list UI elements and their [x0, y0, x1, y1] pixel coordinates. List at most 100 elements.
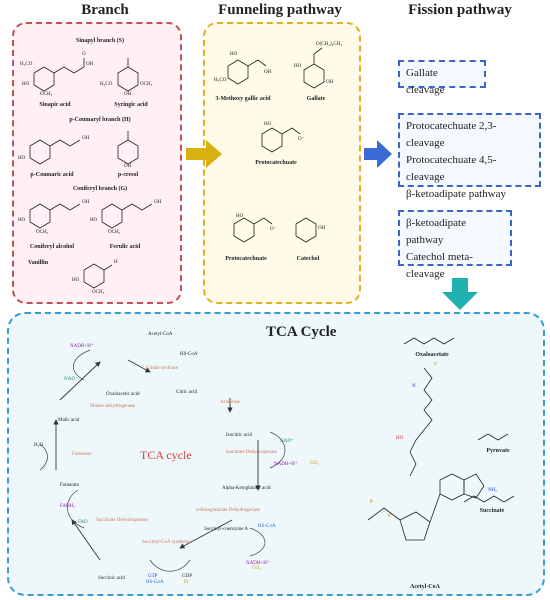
oxaloacetate-skeleton [403, 337, 455, 345]
enzyme-fumarase: Fumarase [72, 452, 92, 457]
group-ho: HO [22, 82, 30, 87]
ring-syringic [117, 66, 139, 92]
atom-n: N [412, 384, 416, 389]
group-ho: HO [90, 218, 98, 223]
funneling-panel [203, 22, 361, 304]
species-succinyl-coa: Succinyl-coenzyme A [204, 527, 249, 532]
fission-box-gallate: Gallate cleavage [398, 60, 486, 96]
fission-item: β-ketoadipate pathway [406, 188, 506, 200]
label-ferulic-acid: Ferulic acid [109, 244, 141, 250]
tca-curve-gtp [149, 559, 191, 572]
tca-curve-nad [73, 349, 91, 381]
label-catechol: Catechol [296, 256, 320, 262]
arrow-blue [364, 140, 392, 168]
group-oh: OH [264, 70, 272, 75]
species-co2: CO₂ [252, 566, 261, 571]
tca-curve-hscoa [249, 527, 266, 557]
pyruvate-skeleton [477, 433, 509, 441]
atom-nh2: NH₂ [488, 488, 497, 493]
group-oh: OH [124, 164, 132, 169]
tca-arrow-1 [127, 359, 151, 373]
group-ho: HO [72, 278, 80, 283]
subhead-sinapyl: Sinapyl branch (S) [75, 38, 124, 44]
label-protocatechuate: Protocatechuate [225, 256, 267, 262]
fission-item: Protocatechuate 4,5-cleavage [406, 154, 497, 183]
species-hs-coa: HS-CoA [258, 524, 276, 529]
species-isocitric-acid: Isocitric acid [226, 433, 252, 438]
tca-curve-h2o [39, 443, 48, 471]
ring-gallate [303, 63, 325, 89]
ring-sinapic [33, 66, 55, 92]
species-citric-acid: Citric acid [176, 390, 197, 395]
label-methoxy-gallic-acid: 3-Methoxy gallic acid [215, 96, 271, 102]
label-sinapic-acid: Sinapic acid [39, 102, 71, 108]
species-h2o: H₂O [34, 443, 43, 448]
species-acetyl-coa: Acetyl-CoA [148, 332, 173, 337]
species-nad: NAD⁺ [280, 439, 294, 444]
group-och3: OCH₃ [36, 230, 49, 235]
species-nadh: NADH+H⁺ [274, 462, 298, 467]
atom-p: P [370, 500, 373, 505]
ring-protocatechuate2 [233, 217, 255, 243]
label-p-cresol: p-cresol [117, 172, 139, 178]
species-co2: CO₂ [310, 461, 319, 466]
group-och3: OCH₃ [40, 92, 53, 97]
subhead-coniferyl: Coniferyl branch (G) [72, 186, 128, 192]
group-h3co: H₃CO [214, 78, 227, 83]
arrow-teal [442, 278, 478, 310]
enzyme-isocitrate-dehydrogenase: Isocitrate Dehydrogenase [226, 450, 277, 455]
fission-item: Protocatechuate 2,3-cleavage [406, 120, 497, 149]
label-succinate: Succinate [479, 508, 505, 514]
species-fad: FAD [78, 520, 88, 525]
group-ester: O(CH₂)₂CH₃ [316, 42, 343, 47]
adenine-ring2 [463, 473, 485, 499]
adenine-ring1 [439, 473, 465, 501]
group-h3co: H₃CO [20, 62, 33, 67]
ring-vanillin [83, 263, 105, 289]
group-oh: OH [154, 200, 162, 205]
group-ho: HO [294, 64, 302, 69]
species-nadh: NADH+H⁺ [70, 344, 94, 349]
species-gtp: GTP [148, 574, 158, 579]
fission-item: Catechol meta-cleavage [406, 251, 473, 280]
group-ho: HO [18, 156, 26, 161]
label-pyruvate: Pyruvate [486, 448, 510, 454]
species-gdp: GDP [182, 574, 193, 579]
atom-s: S [434, 362, 437, 367]
tca-curve-nad2 [269, 431, 286, 469]
tca-arrow-7 [59, 361, 101, 401]
group-oh: OH [124, 92, 132, 97]
enzyme-succinyl-coa-synthetase: Succinyl-CoA synthetase [142, 540, 193, 545]
species-nadh: NADH+H⁺ [246, 561, 270, 566]
label-vanillin: Vanillin [27, 260, 49, 266]
group-h: H [114, 260, 118, 265]
group-ho: HO [230, 52, 238, 57]
tca-curve-fad [67, 489, 85, 529]
group-oh: OH [318, 226, 326, 231]
species-fadh2: FADH₂ [60, 504, 75, 509]
ring-coniferyl [29, 203, 51, 229]
fission-item: β-ketoadipate pathway [406, 217, 466, 246]
species-hs-coa: HS-CoA [146, 580, 164, 585]
label-protocatechuate: Protocatechuate [255, 160, 297, 166]
group-ominus: O⁻ [270, 227, 277, 232]
species-succinic-acid: Succinic acid [98, 576, 125, 581]
group-ho: HO [236, 214, 244, 219]
group-oh: OH [82, 136, 90, 141]
label-oxaloacetate: Oxaloacetate [415, 352, 449, 358]
tca-arrow-4 [179, 519, 233, 549]
fission-header: Fission pathway [408, 2, 512, 18]
species-fumarate: Fumarate [60, 483, 79, 488]
acetylcoa-chain [409, 367, 433, 477]
arrow-yellow [186, 140, 222, 168]
tca-panel [7, 312, 545, 596]
species-alpha-ketoglutaric-acid: Alpha-Ketoglutaric acid [222, 486, 271, 491]
label-coniferyl-alcohol: Coniferyl alcohol [29, 244, 75, 250]
species-pi: Pi [184, 580, 189, 585]
ring-catechol [295, 217, 317, 243]
label-acetyl-coa: Acetyl-CoA [410, 584, 440, 590]
group-oh: OH [86, 62, 94, 67]
group-oh: OH [326, 80, 334, 85]
label-gallate: Gallate [306, 96, 326, 102]
